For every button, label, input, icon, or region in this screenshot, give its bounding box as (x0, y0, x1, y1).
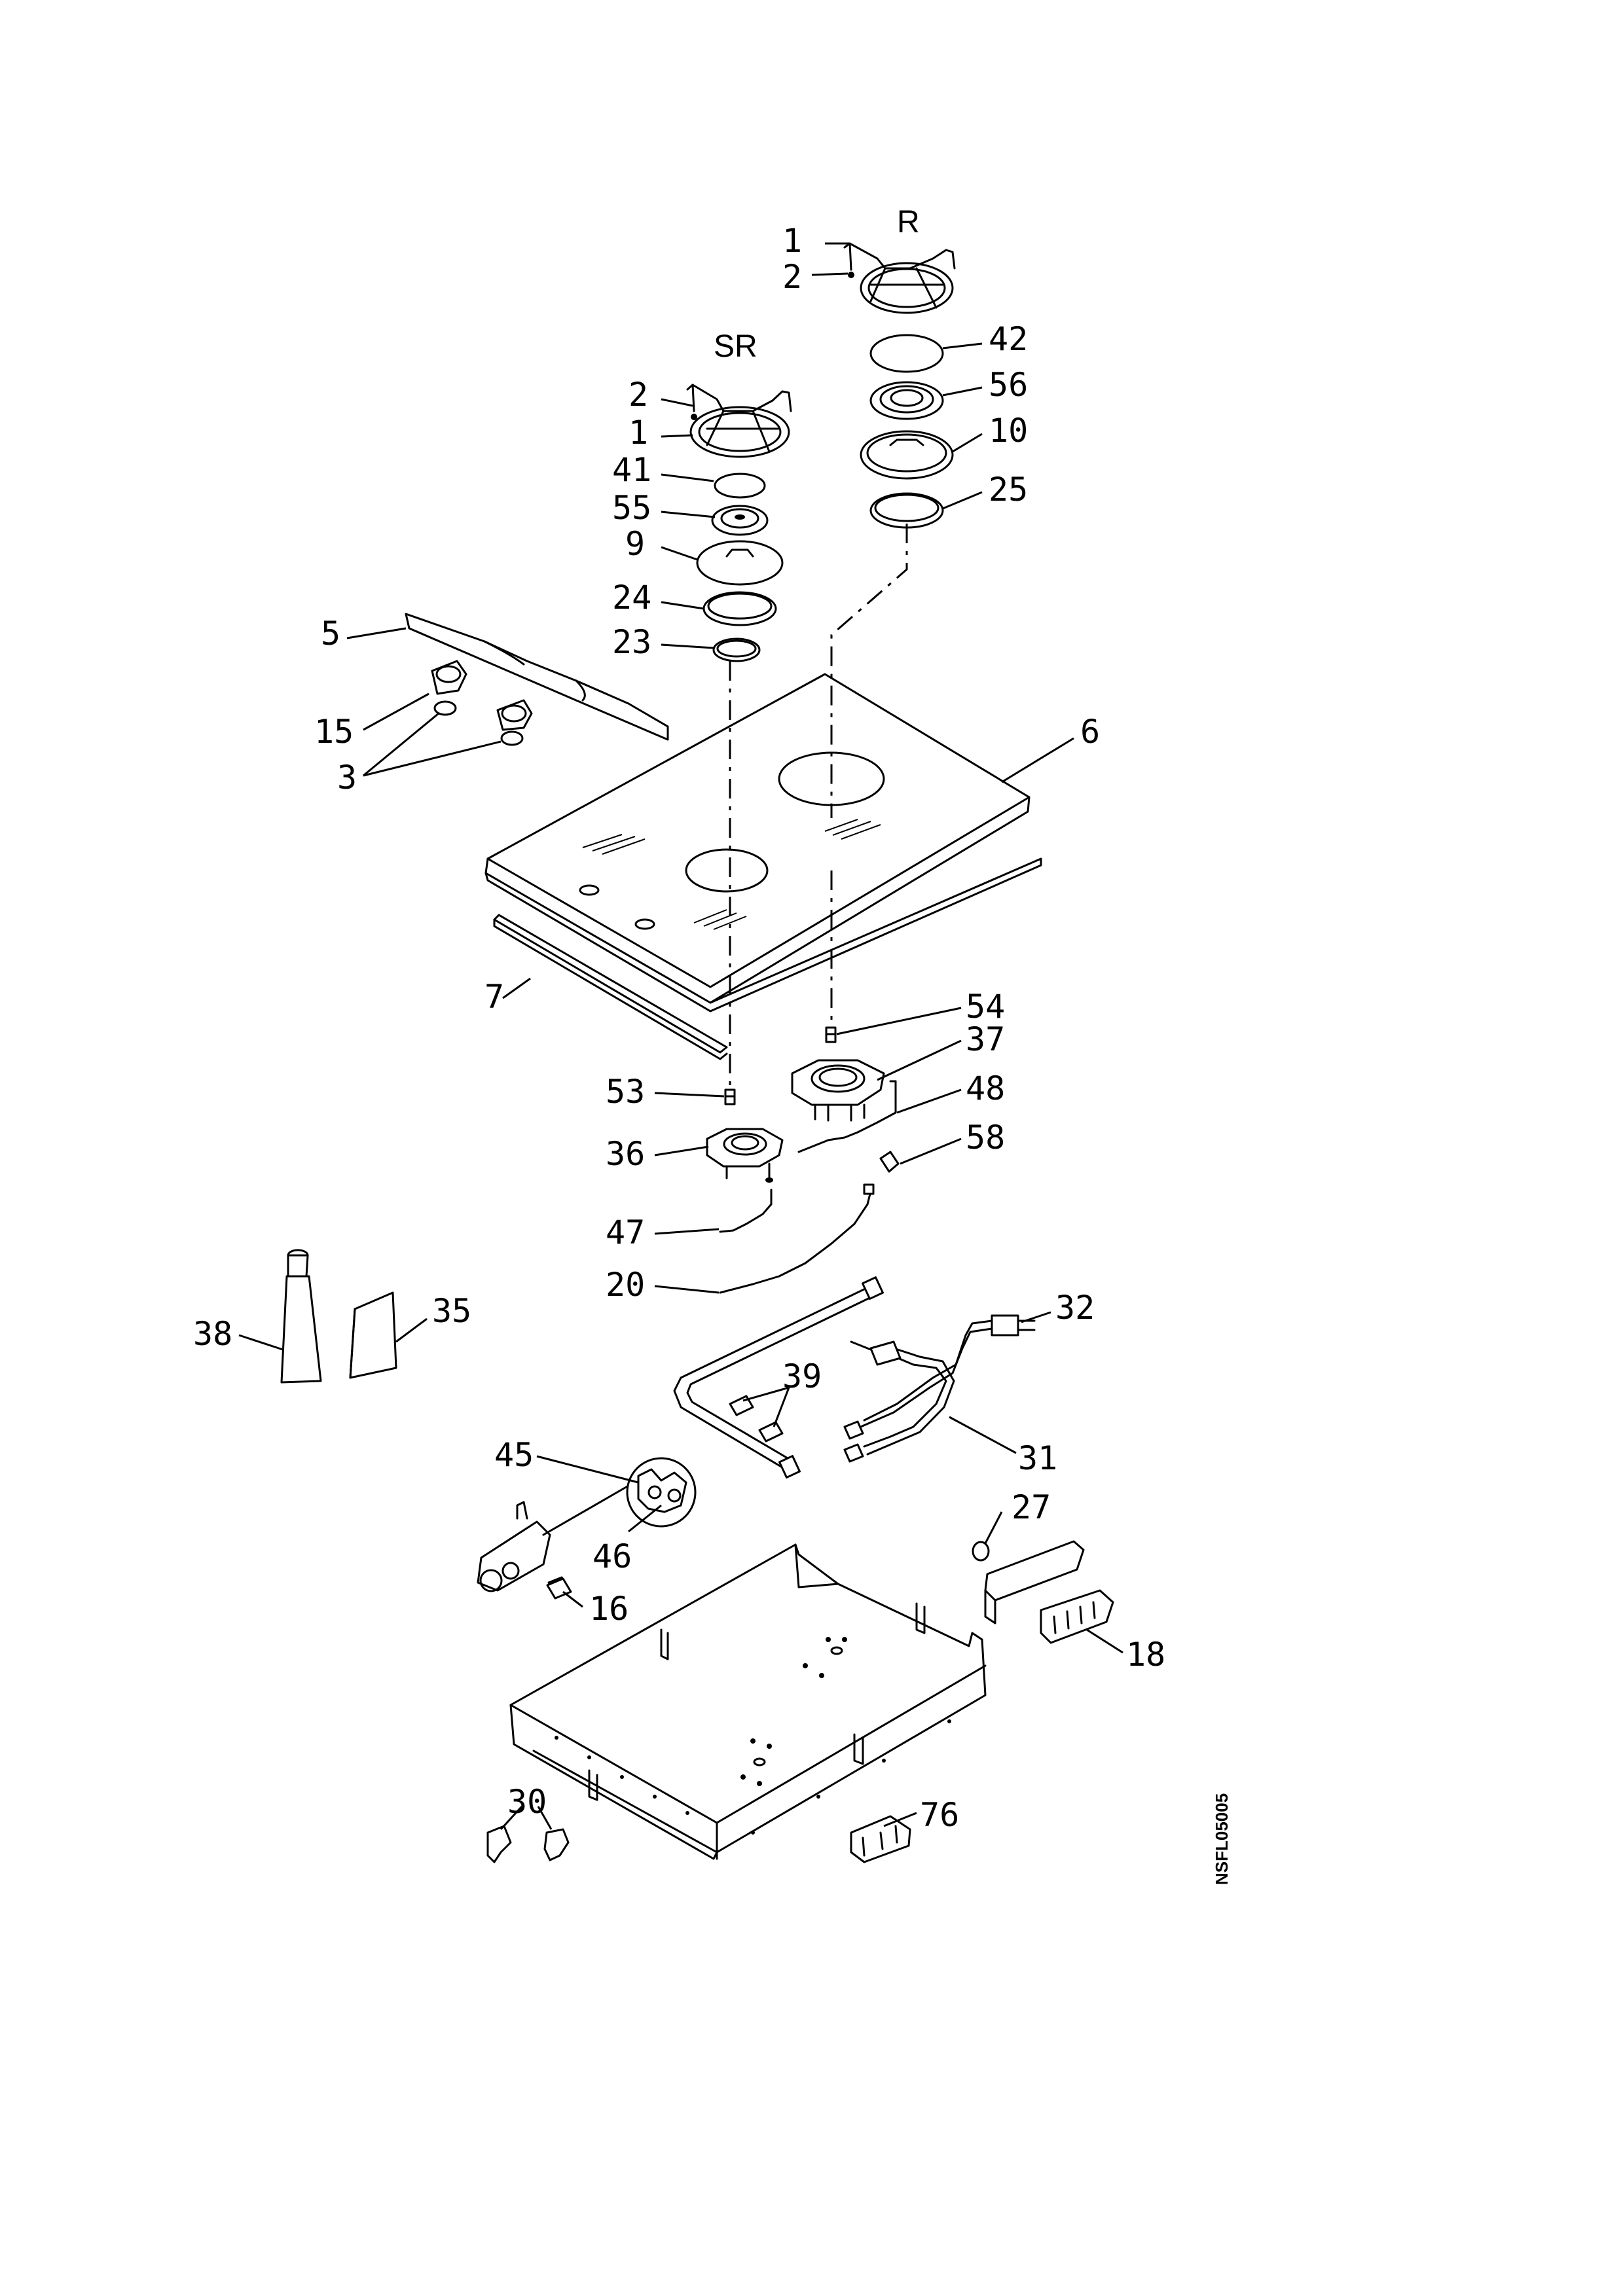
gas-tap-valve (477, 1484, 630, 1592)
rapid-gas-pipe (856, 1314, 1036, 1429)
rapid-burner-ring (869, 492, 944, 529)
part-label-47: 47 (606, 1213, 645, 1251)
rapid-burner-body (791, 1059, 885, 1122)
part-label-16: 16 (589, 1590, 629, 1628)
base-tray (509, 1543, 987, 1860)
part-label-39: 39 (782, 1357, 822, 1395)
valve-detail-callout (626, 1457, 697, 1528)
part-label-36: 36 (606, 1135, 645, 1173)
part-label-48: 48 (966, 1069, 1005, 1107)
part-label-6: 6 (1080, 713, 1100, 751)
part-label-3: 3 (337, 759, 357, 797)
part-label-35: 35 (432, 1292, 471, 1330)
part-label-1-rapid: 1 (782, 222, 802, 260)
part-label-46: 46 (593, 1537, 632, 1575)
drawing-reference-code: NSFL05005 (1212, 1793, 1231, 1885)
knob-bezel-2 (500, 730, 524, 746)
hob-seal-gasket (493, 914, 728, 1060)
part-label-15: 15 (314, 713, 354, 751)
part-label-53: 53 (606, 1073, 645, 1111)
semi-rapid-burner-ring (702, 591, 777, 626)
rapid-burner-cap (869, 334, 944, 373)
semi-rapid-ignition-lead (719, 1189, 773, 1233)
group-label-semi-rapid: SR (714, 329, 757, 364)
rapid-ignition-lead (797, 1080, 897, 1153)
semi-rapid-pan-support (686, 384, 792, 458)
control-knob-2 (496, 699, 533, 731)
semi-rapid-injector (724, 1088, 736, 1105)
instruction-leaflet (349, 1291, 397, 1379)
part-label-32: 32 (1055, 1289, 1095, 1327)
control-panel-trim (405, 613, 669, 741)
part-label-41: 41 (612, 451, 651, 489)
rapid-flame-spreader (860, 430, 954, 480)
part-label-20: 20 (606, 1266, 645, 1304)
part-label-5: 5 (321, 615, 340, 653)
terminal-block (850, 1815, 911, 1863)
part-label-25: 25 (989, 471, 1028, 509)
knob-bezel-1 (433, 700, 457, 716)
part-label-2-semi-rapid: 2 (629, 376, 648, 414)
semi-rapid-seal (712, 637, 761, 662)
thermocouple-head (863, 1183, 875, 1195)
part-label-18: 18 (1126, 1636, 1165, 1674)
control-knob-1 (431, 660, 467, 695)
part-label-58: 58 (966, 1119, 1005, 1157)
part-label-76: 76 (920, 1796, 959, 1834)
part-label-54: 54 (966, 988, 1005, 1026)
grommet (972, 1541, 990, 1562)
spark-generator (1040, 1589, 1114, 1644)
part-label-24: 24 (612, 579, 651, 617)
part-label-38: 38 (193, 1315, 232, 1353)
gas-supply-rail (673, 1276, 884, 1479)
part-label-42: 42 (989, 320, 1028, 358)
part-label-45: 45 (494, 1436, 534, 1474)
part-label-7: 7 (484, 978, 504, 1016)
part-label-1-semi-rapid: 1 (629, 414, 648, 452)
part-label-56: 56 (989, 366, 1028, 404)
rapid-axis-line (830, 524, 908, 818)
part-label-23: 23 (612, 623, 651, 661)
rapid-burner-crown (869, 381, 944, 420)
part-label-9: 9 (625, 525, 645, 563)
semi-rapid-burner-body (706, 1128, 784, 1183)
grease-tube (280, 1249, 322, 1384)
fixing-clip-1 (486, 1825, 512, 1863)
semi-rapid-burner-cap (714, 473, 766, 499)
part-label-10: 10 (989, 412, 1028, 450)
ignition-cover (984, 1540, 1085, 1624)
thermocouple-clip (879, 1151, 900, 1173)
rail-bracket (729, 1395, 784, 1443)
part-label-27: 27 (1012, 1488, 1051, 1526)
rapid-pan-support (843, 242, 956, 314)
part-label-31: 31 (1018, 1439, 1057, 1477)
part-label-55: 55 (612, 489, 651, 527)
semi-rapid-gas-pipe (843, 1340, 955, 1463)
thermocouple-lead (719, 1190, 872, 1294)
group-label-rapid: R (897, 205, 920, 240)
leader-lines (238, 242, 1123, 1831)
part-label-37: 37 (966, 1020, 1005, 1058)
rapid-injector (825, 1026, 837, 1043)
part-label-30: 30 (507, 1783, 547, 1821)
fixing-clip-2 (543, 1828, 570, 1861)
semi-rapid-flame-spreader (696, 540, 784, 586)
semi-rapid-burner-crown (711, 505, 769, 536)
part-label-2-rapid: 2 (782, 258, 802, 296)
